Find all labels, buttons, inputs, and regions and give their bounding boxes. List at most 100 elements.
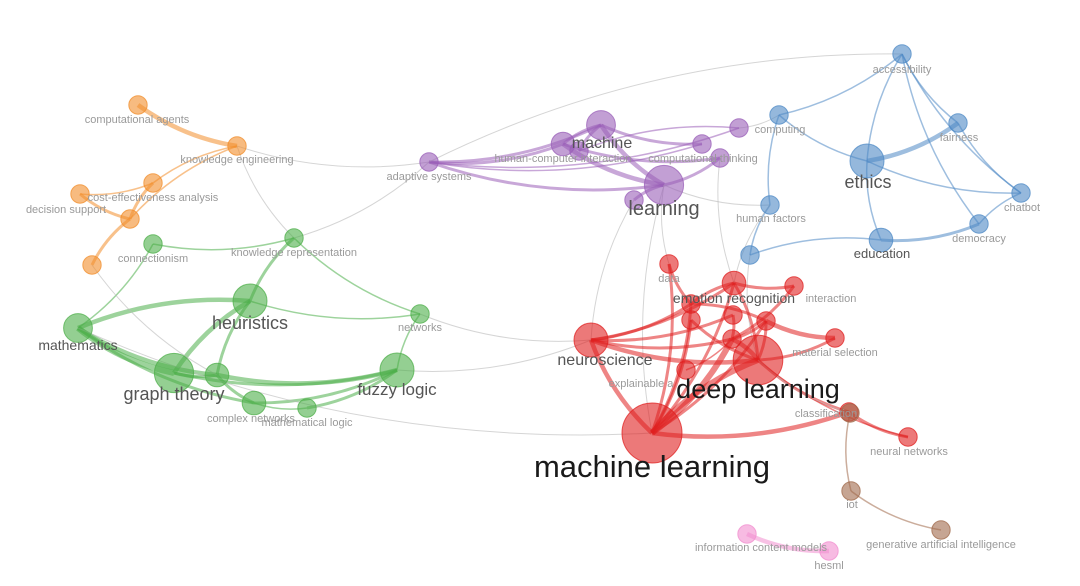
labels-layer: computational agents knowledge engineerin… [26, 64, 1040, 572]
link-neuroscience-emotion-recognition [590, 281, 735, 342]
node-generative-artificial-intelligence[interactable] [931, 520, 951, 540]
node-red-b[interactable] [756, 311, 776, 331]
node-green-hub[interactable] [204, 362, 230, 388]
node-complex-networks[interactable] [241, 390, 267, 416]
node-connectionism[interactable] [143, 234, 163, 254]
label-cost-effectiveness-analysis[interactable]: cost-effectiveness analysis [88, 192, 219, 204]
node-democracy[interactable] [969, 214, 989, 234]
label-generative-artificial-intelligence[interactable]: generative artificial intelligence [866, 539, 1016, 551]
label-machine-learning[interactable]: machine learning [534, 449, 770, 484]
label-machine[interactable]: machine [572, 135, 633, 152]
node-red-d[interactable] [723, 305, 743, 325]
node-heuristics[interactable] [232, 283, 268, 319]
label-knowledge-engineering[interactable]: knowledge engineering [180, 154, 293, 166]
label-networks[interactable]: networks [398, 322, 443, 334]
label-information-content-models[interactable]: information content models [695, 542, 828, 554]
node-computing[interactable] [769, 105, 789, 125]
node-orange-low[interactable] [82, 255, 102, 275]
label-decision-support[interactable]: decision support [26, 204, 106, 216]
node-computational-agents[interactable] [128, 95, 148, 115]
label-computational-agents[interactable]: computational agents [85, 114, 190, 126]
node-computing-p[interactable] [729, 118, 749, 138]
node-accessibility[interactable] [892, 44, 912, 64]
node-neuroscience[interactable] [573, 322, 609, 358]
node-machine-learning[interactable] [621, 402, 683, 464]
node-emotion-recognition[interactable] [721, 270, 747, 296]
label-fairness[interactable]: fairness [940, 132, 979, 144]
label-data[interactable]: data [658, 273, 680, 285]
node-education[interactable] [868, 227, 894, 253]
label-hesml[interactable]: hesml [814, 560, 843, 572]
label-neural-networks[interactable]: neural networks [870, 446, 948, 458]
label-knowledge-representation[interactable]: knowledge representation [231, 247, 357, 259]
label-education[interactable]: education [854, 246, 910, 261]
node-orange-mid[interactable] [120, 209, 140, 229]
label-fuzzy-logic[interactable]: fuzzy logic [357, 380, 437, 399]
label-ethics[interactable]: ethics [844, 172, 891, 192]
label-material-selection[interactable]: material selection [792, 347, 878, 359]
node-purple-b[interactable] [569, 141, 589, 161]
node-chatbot[interactable] [1011, 183, 1031, 203]
link-knowledge-representation-adaptive-systems [293, 161, 430, 239]
node-red-a[interactable] [722, 329, 742, 349]
label-emotion-recognition[interactable]: emotion recognition [673, 290, 795, 306]
node-blue-low[interactable] [740, 245, 760, 265]
link-adaptive-systems-machine [428, 123, 602, 164]
node-adaptive-systems[interactable] [419, 152, 439, 172]
node-graph-theory[interactable] [153, 352, 195, 394]
node-ethics[interactable] [849, 143, 885, 179]
label-adaptive-systems[interactable]: adaptive systems [387, 171, 472, 183]
node-learning[interactable] [643, 164, 685, 206]
node-fuzzy-logic[interactable] [379, 352, 415, 388]
node-mathematics[interactable] [63, 313, 93, 343]
link-education-blue-low [749, 237, 882, 256]
node-purple-a[interactable] [692, 134, 712, 154]
node-knowledge-engineering[interactable] [227, 136, 247, 156]
node-computational-thinking[interactable] [710, 148, 730, 168]
node-cost-effectiveness-analysis[interactable] [143, 173, 163, 193]
label-mathematics[interactable]: mathematics [38, 337, 117, 353]
link-heuristics-mathematics [77, 297, 251, 331]
link-knowledge-engineering-knowledge-representation [236, 145, 295, 239]
node-information-content-models[interactable] [737, 524, 757, 544]
node-mathematical-logic[interactable] [297, 398, 317, 418]
node-knowledge-representation[interactable] [284, 228, 304, 248]
node-decision-support[interactable] [70, 184, 90, 204]
node-machine[interactable] [586, 110, 616, 140]
label-iot[interactable]: iot [846, 499, 858, 511]
label-interaction[interactable]: interaction [806, 293, 857, 305]
label-human-factors[interactable]: human factors [736, 213, 806, 225]
label-learning[interactable]: learning [628, 198, 699, 220]
label-democracy[interactable]: democracy [952, 233, 1006, 245]
node-fairness[interactable] [948, 113, 968, 133]
label-computing[interactable]: computing [755, 124, 806, 136]
node-material-selection[interactable] [825, 328, 845, 348]
node-red-e[interactable] [681, 310, 701, 330]
label-computational-thinking[interactable]: computational thinking [648, 153, 757, 165]
label-deep-learning[interactable]: deep learning [676, 374, 840, 404]
label-graph-theory[interactable]: graph theory [123, 384, 224, 404]
label-connectionism[interactable]: connectionism [118, 253, 188, 265]
node-neural-networks[interactable] [898, 427, 918, 447]
node-deep-learning[interactable] [732, 334, 784, 386]
label-explainable-ai[interactable]: explainable a [609, 378, 675, 390]
label-mathematical-logic[interactable]: mathematical logic [261, 417, 353, 429]
node-brown-top[interactable] [840, 403, 860, 423]
node-human-factors[interactable] [760, 195, 780, 215]
label-human-computer-interaction[interactable]: human-computer interaction [495, 153, 632, 165]
link-computing-p-purple-b [578, 125, 740, 152]
node-interaction[interactable] [784, 276, 804, 296]
node-purple-c[interactable] [624, 190, 644, 210]
node-iot[interactable] [841, 481, 861, 501]
node-data[interactable] [659, 254, 679, 274]
node-hesml[interactable] [819, 541, 839, 561]
label-chatbot[interactable]: chatbot [1004, 202, 1040, 214]
node-explainable-ai[interactable] [676, 360, 696, 380]
label-complex-networks[interactable]: complex networks [207, 413, 296, 425]
label-neuroscience[interactable]: neuroscience [557, 352, 652, 369]
label-accessibility[interactable]: accessibility [873, 64, 932, 76]
label-heuristics[interactable]: heuristics [212, 313, 288, 333]
label-classification[interactable]: classification [795, 408, 857, 420]
node-networks[interactable] [410, 304, 430, 324]
